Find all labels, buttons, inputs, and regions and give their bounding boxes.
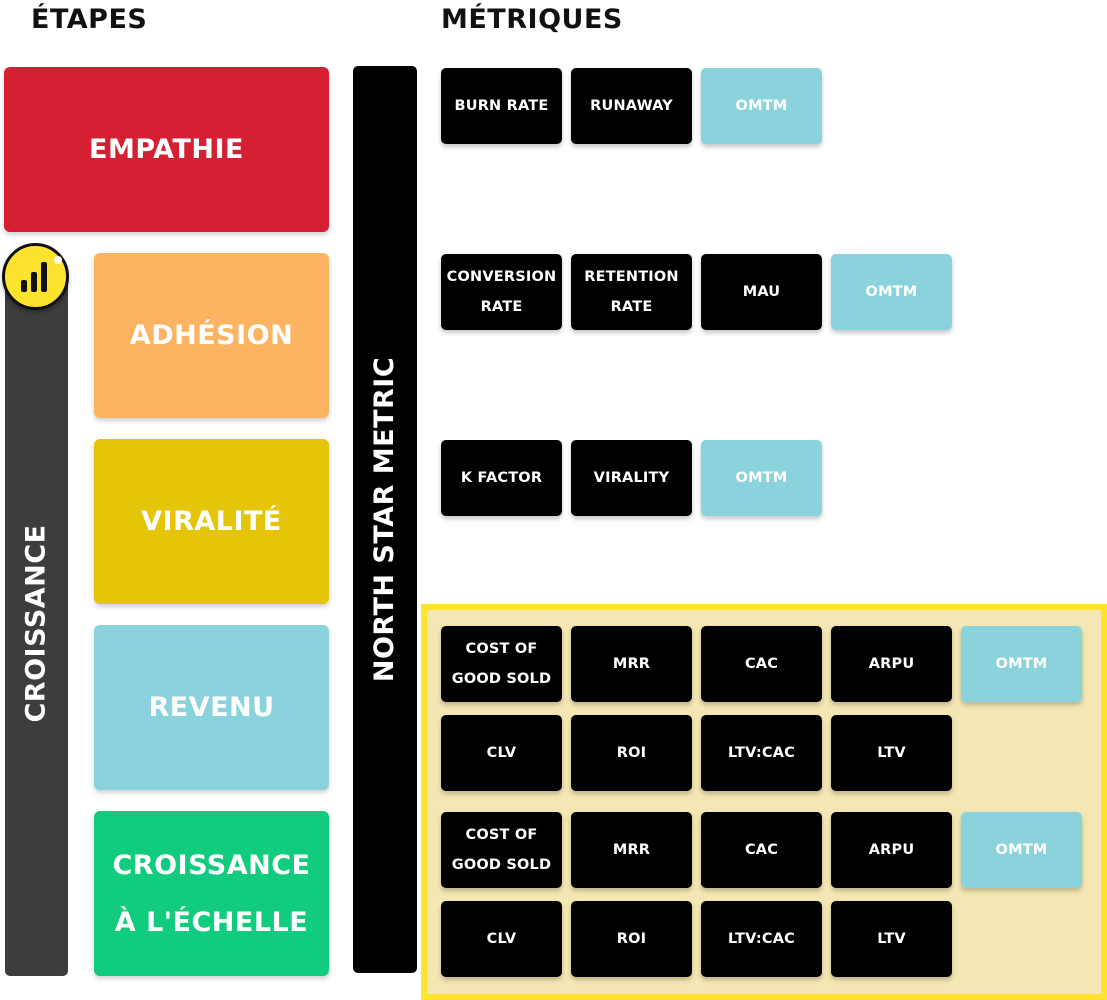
omtm-chip: OMTM <box>701 440 822 516</box>
metric-chip: CLV <box>441 901 562 977</box>
metric-chip: ROI <box>571 715 692 791</box>
metric-chip: COST OF GOOD SOLD <box>441 626 562 702</box>
metric-chip: ARPU <box>831 812 952 888</box>
omtm-chip: OMTM <box>961 626 1082 702</box>
metric-chip: COST OF GOOD SOLD <box>441 812 562 888</box>
metric-chip: MAU <box>701 254 822 330</box>
metric-chip: RUNAWAY <box>571 68 692 144</box>
metric-chip: MRR <box>571 812 692 888</box>
bar-chart-icon <box>2 243 69 310</box>
omtm-chip: OMTM <box>831 254 952 330</box>
metric-chip: CONVERSION RATE <box>441 254 562 330</box>
stage-empathie: EMPATHIE <box>4 67 329 232</box>
metric-chip: ARPU <box>831 626 952 702</box>
metric-chip: K FACTOR <box>441 440 562 516</box>
metric-chip: LTV:CAC <box>701 901 822 977</box>
growth-bar-label: CROISSANCE <box>21 523 53 723</box>
stage-croissance-echelle: CROISSANCE À L'ÉCHELLE <box>94 811 329 976</box>
metric-chip: CLV <box>441 715 562 791</box>
metric-chip: BURN RATE <box>441 68 562 144</box>
stage-label: CROISSANCE À L'ÉCHELLE <box>112 849 311 938</box>
metric-chip: LTV:CAC <box>701 715 822 791</box>
omtm-chip: OMTM <box>961 812 1082 888</box>
north-star-bar: NORTH STAR METRIC <box>353 66 417 973</box>
metric-chip: VIRALITY <box>571 440 692 516</box>
stage-label: REVENU <box>148 692 275 723</box>
omtm-chip: OMTM <box>701 68 822 144</box>
stage-label: VIRALITÉ <box>141 506 282 537</box>
stage-label: EMPATHIE <box>89 134 244 165</box>
metric-chip: LTV <box>831 715 952 791</box>
stage-adhesion: ADHÉSION <box>94 253 329 418</box>
metric-chip: MRR <box>571 626 692 702</box>
stage-viralite: VIRALITÉ <box>94 439 329 604</box>
growth-bar: CROISSANCE <box>5 270 68 976</box>
metrics-heading: MÉTRIQUES <box>441 4 623 35</box>
metric-chip: CAC <box>701 812 822 888</box>
metric-chip: RETENTION RATE <box>571 254 692 330</box>
metric-chip: LTV <box>831 901 952 977</box>
stages-heading: ÉTAPES <box>31 4 148 35</box>
north-star-label: NORTH STAR METRIC <box>369 356 401 683</box>
stage-label: ADHÉSION <box>129 320 294 351</box>
metric-chip: CAC <box>701 626 822 702</box>
stage-revenu: REVENU <box>94 625 329 790</box>
metric-chip: ROI <box>571 901 692 977</box>
